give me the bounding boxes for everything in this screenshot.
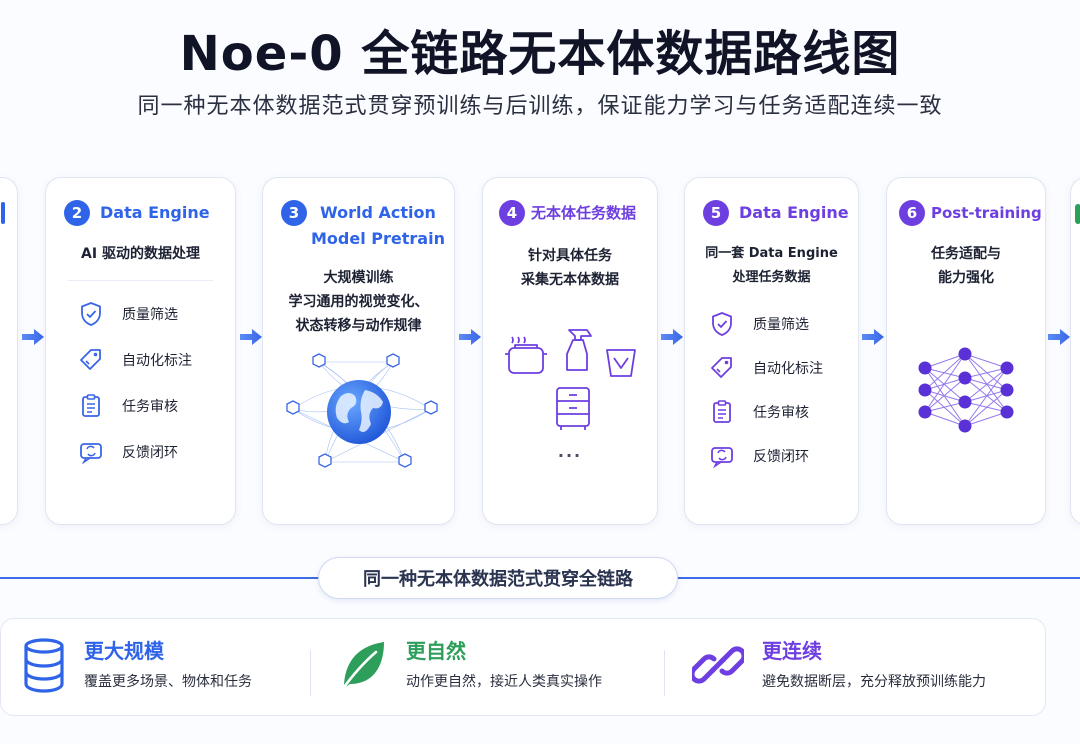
feature-label: 反馈闭环: [122, 445, 178, 461]
benefit-separator: [664, 650, 665, 696]
benefit-title: 更连续: [762, 639, 822, 663]
flow-arrow-icon: [1048, 329, 1070, 345]
feedback-loop-icon: [711, 447, 733, 469]
page-title: Noe-0 全链路无本体数据路线图: [179, 26, 901, 82]
benefit-title: 更自然: [406, 639, 466, 663]
stage-title-line: World Action: [320, 203, 436, 222]
stage-number-badge: 6: [899, 200, 925, 226]
feature-label: 质量筛选: [753, 317, 809, 333]
spray-bottle-icon: [566, 329, 592, 371]
neural-network-icon: [918, 347, 1014, 433]
benefit-continuous: 更连续 避免数据断层，充分释放预训练能力: [692, 636, 986, 694]
flow-arrow-icon: [459, 329, 481, 345]
benefit-natural: 更自然 动作更自然，接近人类真实操作: [338, 636, 602, 694]
benefits-panel: [0, 618, 1046, 716]
stage-title: 无本体任务数据: [531, 204, 637, 222]
feature-label: 质量筛选: [122, 307, 178, 323]
pipeline-label: 同一种无本体数据范式贯穿全链路: [318, 557, 678, 599]
feature-list: 质量筛选 自动化标注 任务审核 反馈闭环: [685, 302, 858, 478]
household-objects-illustration: [505, 329, 636, 430]
stage-number-badge: 3: [281, 200, 307, 226]
flow-arrow-icon: [862, 329, 884, 345]
feature-list: 质量筛选 自动化标注 任务审核 反馈闭环: [46, 291, 235, 475]
feature-item: 任务审核: [709, 390, 858, 434]
stage-title: Post-training: [931, 204, 1042, 222]
more-indicator: ···: [557, 446, 583, 465]
stage-description-line: 同一套 Data Engine: [705, 246, 838, 261]
stage-description: 同一套 Data Engine 处理任务数据: [685, 242, 858, 290]
feature-item: 质量筛选: [78, 291, 235, 337]
stage-number-badge: 2: [64, 200, 90, 226]
stage-number-badge: 5: [703, 200, 729, 226]
stage-card-partial-right: [1070, 177, 1080, 525]
feature-label: 自动化标注: [753, 361, 823, 377]
clipboard-icon: [82, 394, 100, 417]
feature-item: 自动化标注: [709, 346, 858, 390]
leaf-icon: [340, 642, 384, 692]
feature-label: 自动化标注: [122, 353, 192, 369]
stage-description-line: 状态转移与动作规律: [295, 318, 422, 334]
chain-link-icon: [692, 646, 744, 684]
stage-description-line: 能力强化: [938, 270, 994, 286]
benefit-description: 避免数据断层，充分释放预训练能力: [762, 674, 986, 690]
stage-description: 任务适配与 能力强化: [887, 242, 1045, 290]
stage-description: 针对具体任务 采集无本体数据: [483, 244, 657, 292]
benefit-separator: [310, 650, 311, 696]
stage-card-post-training: 6 Post-training 任务适配与 能力强化: [886, 177, 1046, 525]
stage-description-line: 处理任务数据: [732, 270, 811, 285]
cube-node-icons: [286, 353, 438, 468]
globe-network-illustration: [286, 353, 438, 468]
stage-title: Data Engine: [100, 203, 210, 222]
stage-title: Data Engine: [739, 203, 849, 222]
flow-arrow-icon: [240, 329, 262, 345]
stage-card-partial-left: [0, 177, 18, 525]
feature-item: 质量筛选: [709, 302, 858, 346]
feedback-loop-icon: [80, 443, 102, 465]
page-subtitle: 同一种无本体数据范式贯穿预训练与后训练，保证能力学习与任务适配连续一致: [137, 94, 943, 119]
feature-item: 自动化标注: [78, 337, 235, 383]
stage-description-line: 采集无本体数据: [521, 272, 619, 288]
cooking-pot-icon: [505, 336, 547, 374]
database-icon: [24, 638, 64, 693]
stage-number-badge: 4: [499, 200, 525, 226]
stage-title-line: Model Pretrain: [311, 229, 445, 248]
benefit-description: 动作更自然，接近人类真实操作: [406, 674, 602, 690]
stage-title: World Action Model Pretrain: [311, 200, 445, 252]
feature-item: 反馈闭环: [709, 434, 858, 478]
stage-card-embodiment-free-task-data: 4 无本体任务数据 针对具体任务 采集无本体数据: [482, 177, 658, 525]
benefit-scale: 更大规模 覆盖更多场景、物体和任务: [22, 636, 252, 694]
stage-description-line: 针对具体任务: [528, 248, 612, 264]
benefit-description: 覆盖更多场景、物体和任务: [84, 674, 252, 690]
feature-item: 反馈闭环: [78, 429, 235, 475]
benefit-title: 更大规模: [84, 639, 164, 663]
stage-card-data-engine-task: 5 Data Engine 同一套 Data Engine 处理任务数据 质量筛…: [684, 177, 859, 525]
tag-icon: [80, 349, 101, 370]
stage-card-data-engine: 2 Data Engine AI 驱动的数据处理 质量筛选 自动化标注 任务审核…: [45, 177, 236, 525]
feature-label: 反馈闭环: [753, 449, 809, 465]
stage-description-line: 大规模训练: [323, 270, 394, 286]
stage-description: 大规模训练 学习通用的视觉变化、 状态转移与动作规律: [263, 266, 454, 338]
stage-card-world-action-model: 3 World Action Model Pretrain 大规模训练 学习通用…: [262, 177, 455, 525]
stage-divider: [68, 280, 213, 281]
stage-description-line: 任务适配与: [931, 246, 1001, 262]
stage-description: AI 驱动的数据处理: [81, 246, 200, 262]
shield-check-icon: [712, 312, 732, 336]
feature-label: 任务审核: [122, 399, 178, 415]
stage-description-line: 学习通用的视觉变化、: [288, 294, 429, 310]
flow-arrow-icon: [22, 329, 44, 345]
tag-icon: [711, 357, 732, 378]
clipboard-icon: [713, 400, 731, 423]
shield-check-icon: [81, 302, 101, 326]
feature-label: 任务审核: [753, 405, 809, 421]
flow-arrow-icon: [661, 329, 683, 345]
bin-icon: [606, 349, 636, 377]
drawer-cabinet-icon: [556, 387, 590, 430]
feature-item: 任务审核: [78, 383, 235, 429]
